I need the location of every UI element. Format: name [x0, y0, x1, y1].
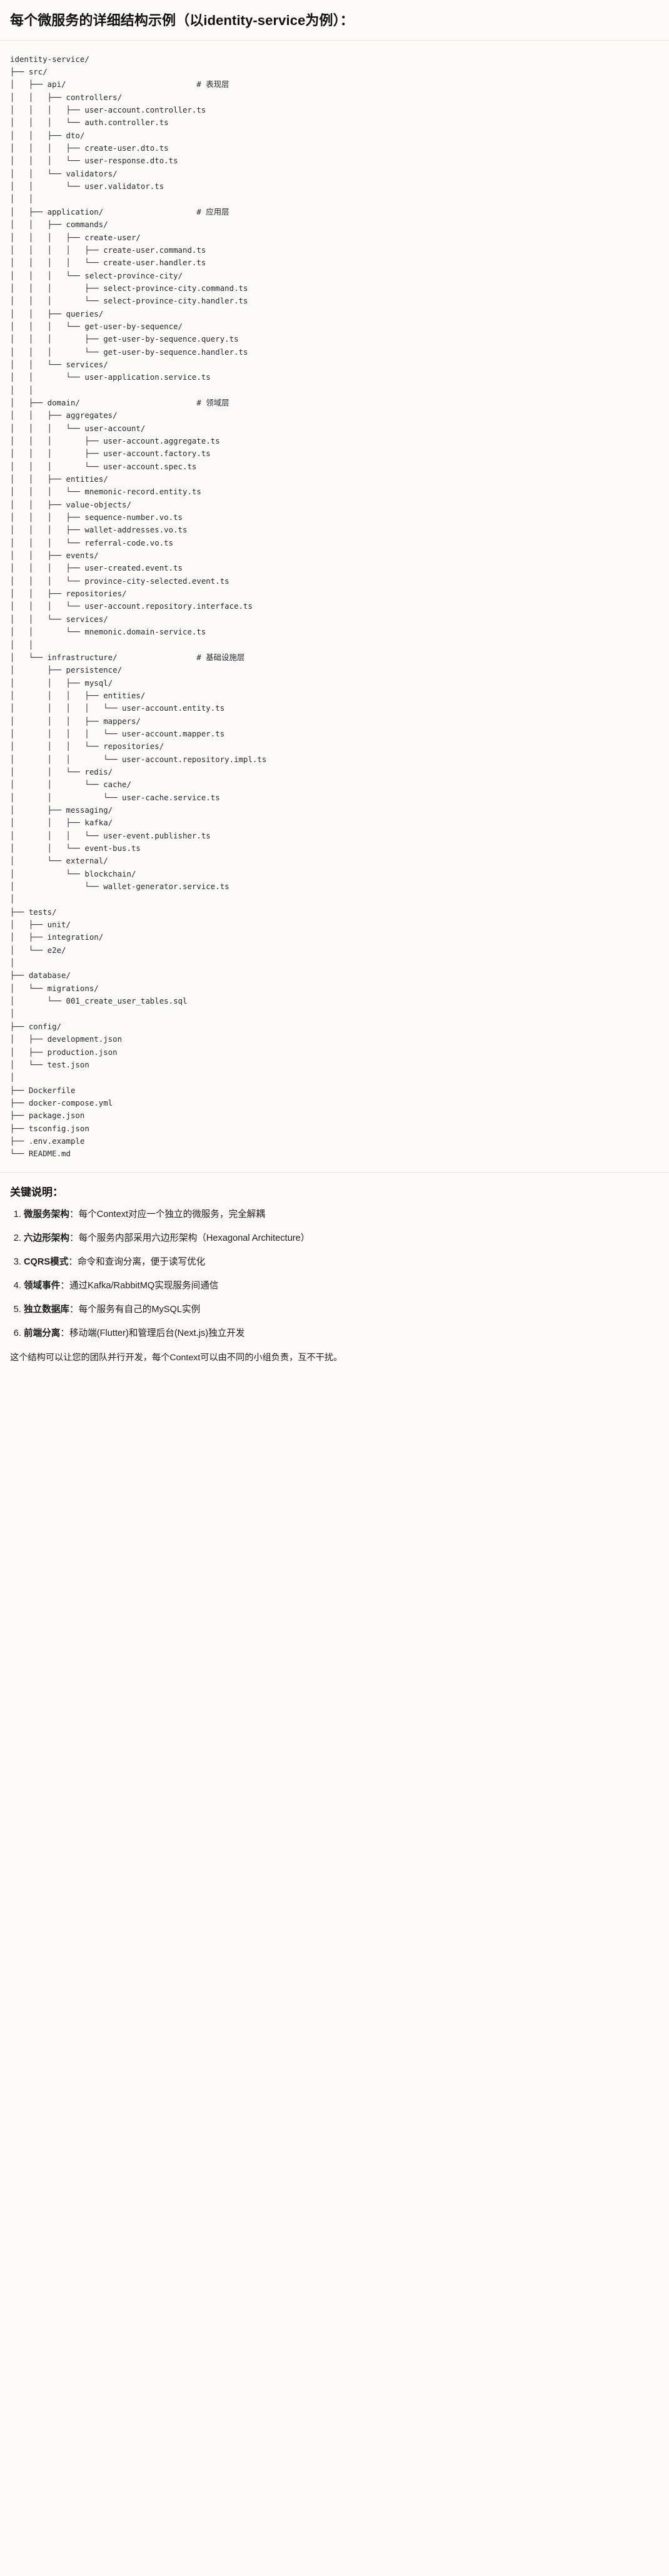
key-note-description: ：每个服务有自己的MySQL实例	[69, 1304, 201, 1315]
page-title: 每个微服务的详细结构示例（以identity-service为例）：	[10, 13, 354, 28]
key-note-item: 独立数据库：每个服务有自己的MySQL实例	[24, 1303, 659, 1317]
key-note-description: ：通过Kafka/RabbitMQ实现服务间通信	[60, 1281, 219, 1291]
key-note-term: 六边形架构	[24, 1233, 69, 1244]
directory-tree-block: identity-service/ ├── src/ │ ├── api/ # …	[0, 40, 669, 1173]
key-note-term: 独立数据库	[24, 1304, 69, 1315]
key-note-term: 前端分离	[24, 1328, 61, 1338]
key-note-term: 微服务架构	[24, 1209, 69, 1220]
key-note-description: ：移动端(Flutter)和管理后台(Next.js)独立开发	[60, 1328, 245, 1338]
key-notes-block: 关键说明： 微服务架构：每个Context对应一个独立的微服务，完全解耦六边形架…	[0, 1172, 669, 1382]
key-note-description: ：命令和查询分离，便于读写优化	[68, 1257, 206, 1268]
page-root: 每个微服务的详细结构示例（以identity-service为例）： ident…	[0, 0, 669, 1381]
directory-tree: identity-service/ ├── src/ │ ├── api/ # …	[10, 54, 267, 1159]
closing-paragraph: 这个结构可以让您的团队并行开发，每个Context可以由不同的小组负责，互不干扰…	[10, 1352, 343, 1363]
key-note-description: ：每个服务内部采用六边形架构（Hexagonal Architecture）	[69, 1233, 310, 1244]
key-note-item: 领域事件：通过Kafka/RabbitMQ实现服务间通信	[24, 1280, 659, 1293]
key-notes-heading: 关键说明：	[10, 1186, 63, 1198]
key-note-item: 六边形架构：每个服务内部采用六边形架构（Hexagonal Architectu…	[24, 1232, 659, 1246]
title-block: 每个微服务的详细结构示例（以identity-service为例）：	[0, 0, 669, 41]
key-note-item: 微服务架构：每个Context对应一个独立的微服务，完全解耦	[24, 1208, 659, 1222]
key-note-item: 前端分离：移动端(Flutter)和管理后台(Next.js)独立开发	[24, 1327, 659, 1341]
key-note-description: ：每个Context对应一个独立的微服务，完全解耦	[69, 1209, 265, 1220]
key-note-item: CQRS模式：命令和查询分离，便于读写优化	[24, 1256, 659, 1270]
key-note-term: CQRS模式	[24, 1257, 69, 1268]
key-note-term: 领域事件	[24, 1281, 61, 1291]
key-notes-list: 微服务架构：每个Context对应一个独立的微服务，完全解耦六边形架构：每个服务…	[10, 1208, 659, 1340]
